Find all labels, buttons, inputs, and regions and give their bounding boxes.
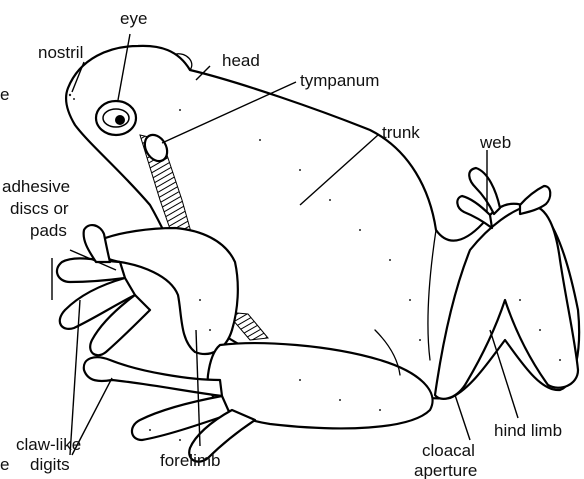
label-adhesive-2: discs or <box>10 199 69 218</box>
eye-shape <box>96 101 136 135</box>
label-adhesive-3: pads <box>30 221 67 240</box>
label-tympanum: tympanum <box>300 71 379 90</box>
label-eye: eye <box>120 9 147 28</box>
label-cloacal-1: cloacal <box>422 441 475 460</box>
label-head: head <box>222 51 260 70</box>
label-web: web <box>479 133 511 152</box>
label-trunk: trunk <box>382 123 420 142</box>
label-adhesive-1: adhesive <box>2 177 70 196</box>
label-claw-2: digits <box>30 455 70 474</box>
label-cloacal-2: aperture <box>414 461 477 479</box>
label-nostril: nostril <box>38 43 83 62</box>
label-forelimb: forelimb <box>160 451 220 470</box>
label-hind-limb: hind limb <box>494 421 562 440</box>
edge-fragment-bottom: e <box>0 455 9 474</box>
label-claw-1: claw-like <box>16 435 81 454</box>
edge-fragment-top: e <box>0 85 9 104</box>
